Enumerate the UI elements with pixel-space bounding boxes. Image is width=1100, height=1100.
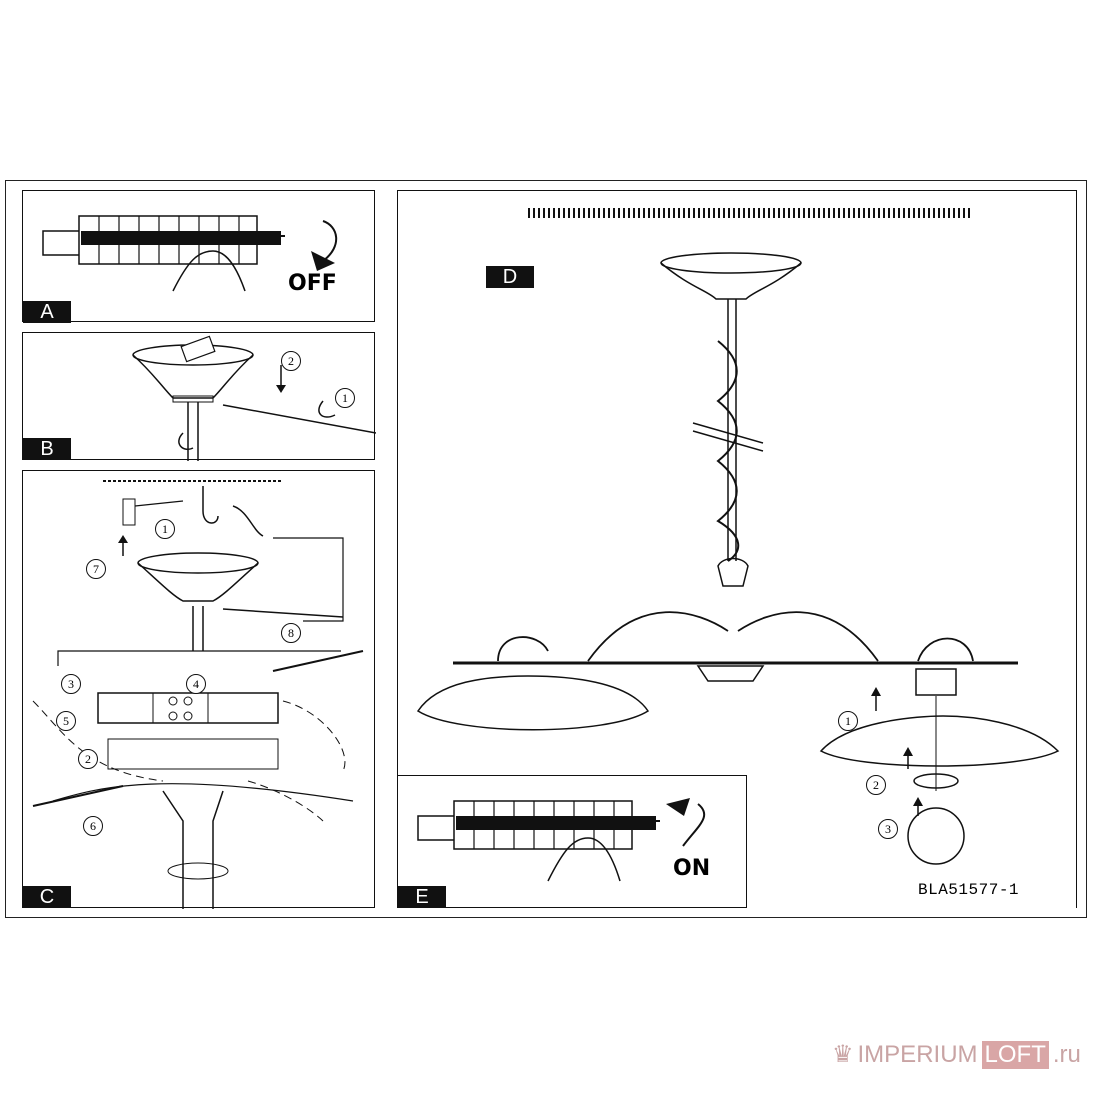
panel-a-tag: A [23, 301, 71, 323]
step-marker: 3 [878, 819, 898, 839]
panel-d-tag: D [486, 266, 534, 288]
step-marker: 1 [155, 519, 175, 539]
wiring-illustration [32, 480, 364, 909]
chandelier-illustration [416, 208, 1060, 865]
step-marker: 3 [61, 674, 81, 694]
step-marker: 6 [83, 816, 103, 836]
crown-icon: ♛ [832, 1041, 854, 1068]
panel-b: 2 1 B [22, 332, 376, 461]
step-marker: 1 [335, 388, 355, 408]
breaker-off-illustration [42, 215, 338, 292]
watermark-brand-a: IMPERIUM [857, 1040, 978, 1068]
step-marker: 2 [78, 749, 98, 769]
panel-c: 1 7 8 3 4 5 2 6 C [22, 470, 375, 909]
breaker-on-illustration [417, 798, 706, 882]
watermark-tld: .ru [1052, 1040, 1081, 1068]
panel-b-tag: B [23, 438, 71, 460]
canopy-removal-illustration [132, 335, 376, 461]
panel-e-tag: E [398, 886, 446, 908]
panel-c-tag: C [23, 886, 71, 908]
on-label: ON [673, 856, 711, 881]
panel-a: OFF A [22, 190, 375, 323]
step-marker: 8 [281, 623, 301, 643]
watermark: ♛ IMPERIUM LOFT .ru [832, 1040, 1081, 1069]
off-label: OFF [288, 271, 337, 296]
step-marker: 1 [838, 711, 858, 731]
step-marker: 4 [186, 674, 206, 694]
panel-e: ON E [397, 775, 747, 908]
step-marker: 2 [866, 775, 886, 795]
model-code: BLA51577-1 [918, 881, 1020, 899]
watermark-brand-b: LOFT [981, 1040, 1049, 1069]
instruction-sheet [5, 180, 1087, 918]
step-marker: 2 [281, 351, 301, 371]
step-marker: 7 [86, 559, 106, 579]
step-marker: 5 [56, 711, 76, 731]
